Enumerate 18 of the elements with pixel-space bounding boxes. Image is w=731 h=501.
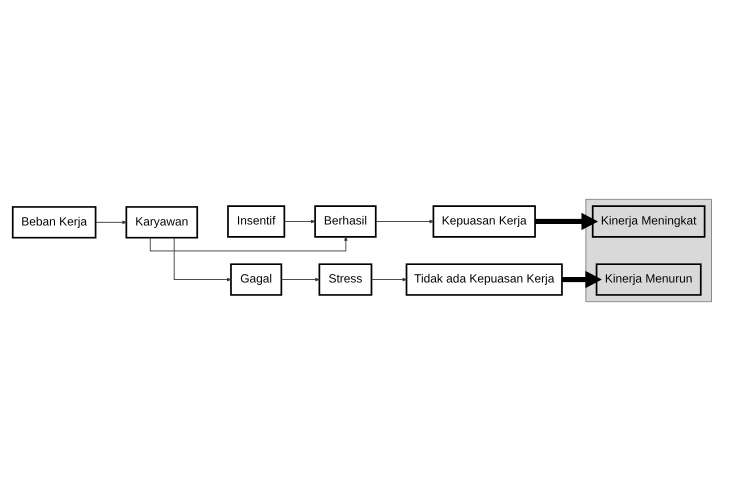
arrow <box>284 220 316 224</box>
arrow <box>371 278 408 282</box>
arrow <box>375 220 435 224</box>
node-box: Kinerja Meningkat <box>592 205 706 238</box>
node-box: Tidak ada Kepuasan Kerja <box>406 263 563 296</box>
node-box: Beban Kerja <box>12 206 96 239</box>
node-box: Insentif <box>227 205 286 238</box>
node-box: Stress <box>318 263 372 296</box>
arrow <box>95 220 128 224</box>
node-box: Karyawan <box>125 206 198 239</box>
node-box: Kepuasan Kerja <box>432 205 536 238</box>
node-box: Kinerja Menurun <box>596 263 702 296</box>
node-box: Gagal <box>230 263 282 296</box>
arrow <box>562 270 602 288</box>
arrow <box>281 278 320 282</box>
arrow <box>174 238 232 282</box>
node-box: Berhasil <box>314 205 377 238</box>
arrow <box>535 212 598 230</box>
